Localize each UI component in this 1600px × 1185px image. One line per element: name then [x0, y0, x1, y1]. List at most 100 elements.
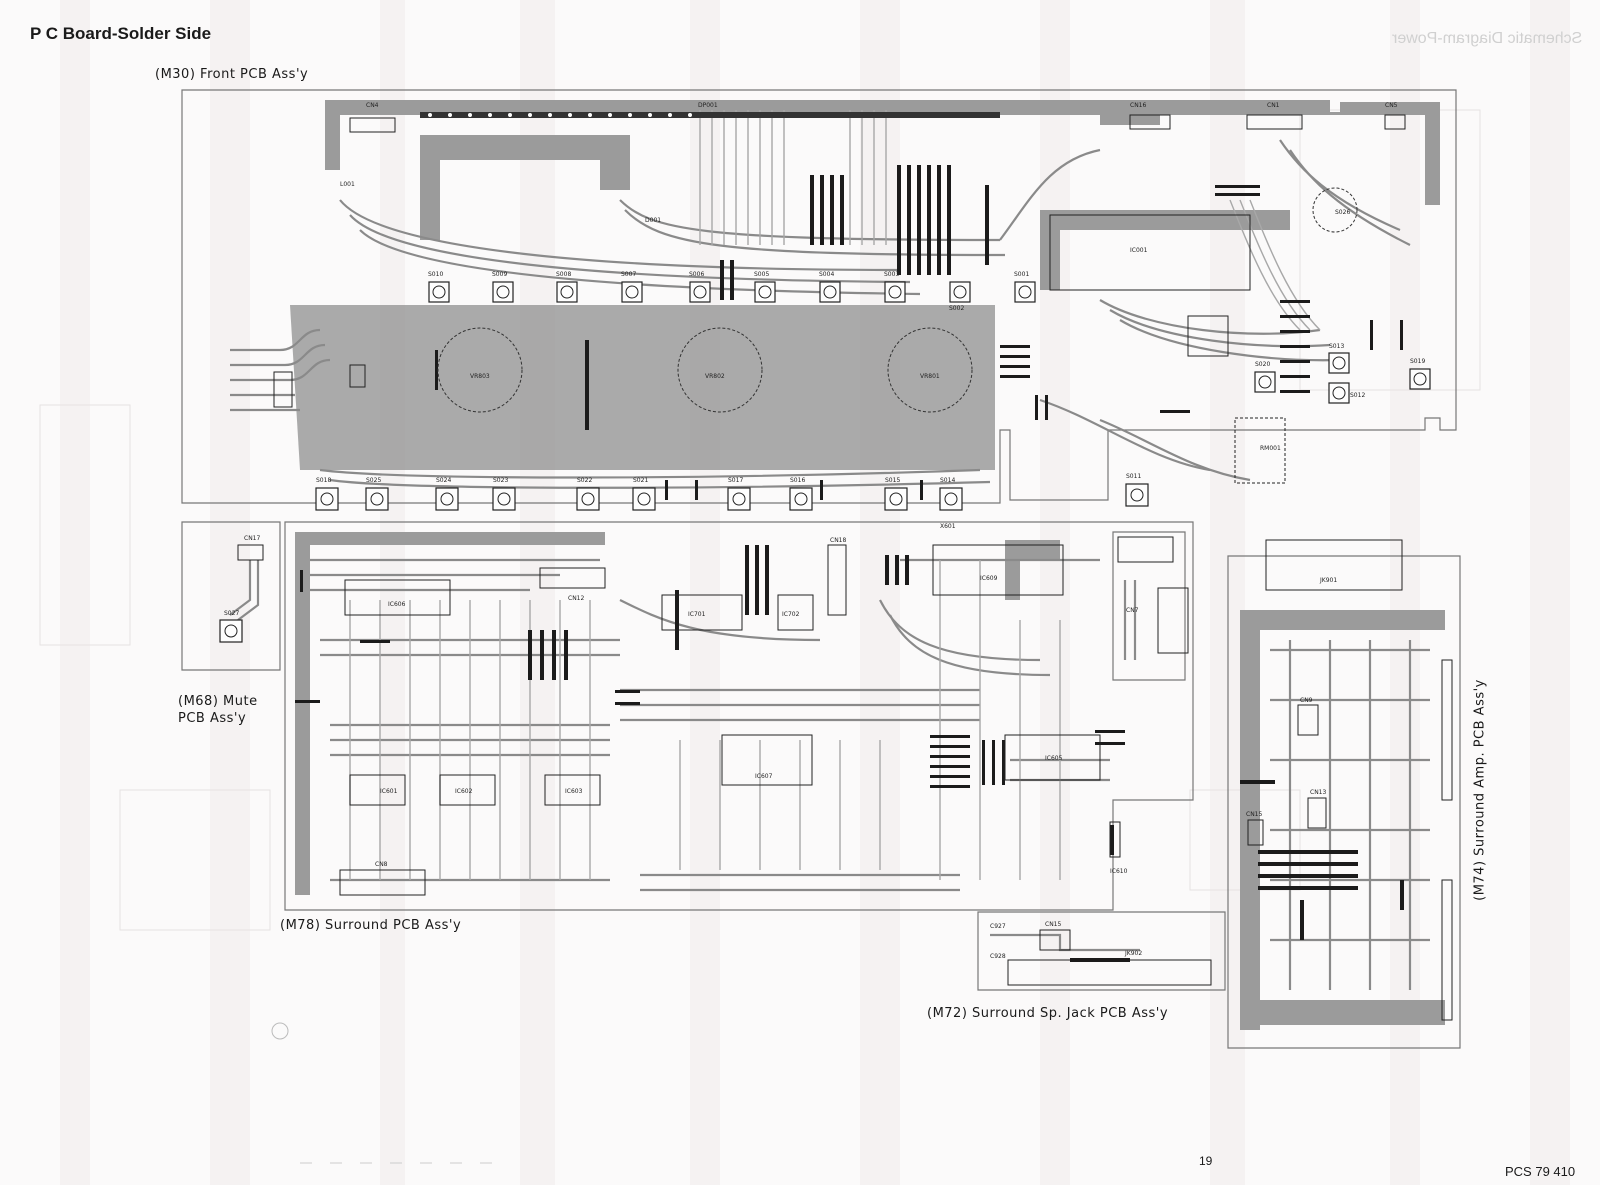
svg-text:S002: S002 [949, 305, 964, 312]
cn9 [1297, 704, 1319, 736]
svg-text:CN15: CN15 [1246, 811, 1262, 818]
svg-text:S006: S006 [689, 271, 704, 278]
svg-text:C928: C928 [990, 953, 1006, 960]
svg-text:IC610: IC610 [1110, 868, 1128, 875]
board-label-m72: (M72) Surround Sp. Jack PCB Ass'y [927, 1006, 1169, 1021]
cn5 [1384, 114, 1406, 130]
cn8 [339, 869, 426, 896]
svg-text:IC001: IC001 [1130, 247, 1148, 254]
board-label-m68-line1: (M68) Mute [178, 694, 258, 709]
svg-text:CN15: CN15 [1045, 921, 1061, 928]
svg-text:X601: X601 [940, 523, 956, 530]
svg-text:CN18: CN18 [830, 537, 846, 544]
cn4 [349, 117, 396, 133]
svg-text:JK902: JK902 [1124, 950, 1142, 957]
cn10 [349, 364, 366, 388]
svg-text:S022: S022 [577, 477, 592, 484]
registration-circle [271, 1022, 289, 1040]
ic606 [344, 579, 451, 616]
cn1 [1246, 114, 1303, 130]
svg-text:S012: S012 [1350, 392, 1365, 399]
board-label-m78: (M78) Surround PCB Ass'y [280, 918, 462, 933]
svg-text:CN4: CN4 [366, 102, 379, 109]
ic702 [777, 594, 814, 631]
svg-text:S013: S013 [1329, 343, 1344, 350]
svg-text:L001: L001 [340, 181, 355, 188]
svg-text:S016: S016 [790, 477, 805, 484]
svg-text:S025: S025 [366, 477, 381, 484]
svg-text:S001: S001 [1014, 271, 1029, 278]
svg-text:S007: S007 [621, 271, 636, 278]
svg-text:IC602: IC602 [455, 788, 473, 795]
svg-text:S010: S010 [428, 271, 443, 278]
svg-text:CN5: CN5 [1385, 102, 1398, 109]
svg-text:S026: S026 [1335, 209, 1350, 216]
svg-text:IC609: IC609 [980, 575, 998, 582]
svg-text:IC605: IC605 [1045, 755, 1063, 762]
ic610 [1109, 821, 1121, 858]
svg-text:CN12: CN12 [568, 595, 584, 602]
s026-encoder [1312, 187, 1358, 233]
board-label-m68: (M68) Mute PCB Ass'y [178, 693, 258, 727]
ic609 [932, 544, 1064, 596]
cn16-top [1129, 114, 1171, 130]
svg-text:S003: S003 [884, 271, 899, 278]
header-strip-2 [1441, 879, 1453, 1021]
svg-text:S023: S023 [493, 477, 508, 484]
svg-text:CN7: CN7 [1126, 607, 1139, 614]
header-strip-1 [1441, 659, 1453, 801]
svg-text:CN17: CN17 [244, 535, 260, 542]
ic607 [721, 734, 813, 786]
svg-text:S008: S008 [556, 271, 571, 278]
svg-text:S019: S019 [1410, 358, 1425, 365]
svg-text:S024: S024 [436, 477, 451, 484]
svg-text:C927: C927 [990, 923, 1006, 930]
cn15-amp [1247, 819, 1264, 846]
ic601 [349, 774, 406, 806]
board-label-m68-line2: PCB Ass'y [178, 711, 247, 726]
svg-text:IC606: IC606 [388, 601, 406, 608]
ic001 [1049, 214, 1251, 291]
ic605 [1004, 734, 1101, 781]
svg-text:DP001: DP001 [698, 102, 718, 109]
board-m72-jack-pcb: C927 CN15 JK902 C928 [977, 911, 1226, 991]
svg-text:S017: S017 [728, 477, 743, 484]
svg-text:S021: S021 [633, 477, 648, 484]
cn7-housing [1117, 536, 1174, 563]
cn3 [273, 371, 293, 408]
page-title: P C Board-Solder Side [30, 24, 212, 43]
svg-text:IC701: IC701 [688, 611, 706, 618]
svg-text:JK901: JK901 [1319, 577, 1337, 584]
svg-text:S004: S004 [819, 271, 834, 278]
cn15 [1039, 929, 1071, 951]
svg-text:CN1: CN1 [1267, 102, 1280, 109]
svg-text:IC603: IC603 [565, 788, 583, 795]
svg-text:IC607: IC607 [755, 773, 773, 780]
switch-row-bottom [315, 483, 1149, 511]
svg-text:S011: S011 [1126, 473, 1141, 480]
svg-text:S014: S014 [940, 477, 955, 484]
jk901 [1265, 539, 1403, 591]
ic701 [661, 594, 743, 631]
cn12 [539, 567, 606, 589]
svg-text:S015: S015 [885, 477, 900, 484]
svg-text:S018: S018 [316, 477, 331, 484]
cn18 [827, 544, 847, 616]
jk902 [1007, 959, 1212, 986]
svg-text:CN8: CN8 [375, 861, 388, 868]
svg-text:S027: S027 [224, 610, 239, 617]
page-number: 19 [1199, 1154, 1213, 1168]
svg-text:S020: S020 [1255, 361, 1270, 368]
ic602 [439, 774, 496, 806]
svg-text:RM001: RM001 [1260, 445, 1281, 452]
svg-text:VR801: VR801 [920, 373, 940, 380]
svg-text:S005: S005 [754, 271, 769, 278]
ic002-square [1187, 315, 1229, 357]
svg-text:CN9: CN9 [1300, 697, 1313, 704]
board-label-m74: (M74) Surround Amp. PCB Ass'y [1472, 679, 1488, 901]
document-code: PCS 79 410 [1505, 1164, 1576, 1179]
